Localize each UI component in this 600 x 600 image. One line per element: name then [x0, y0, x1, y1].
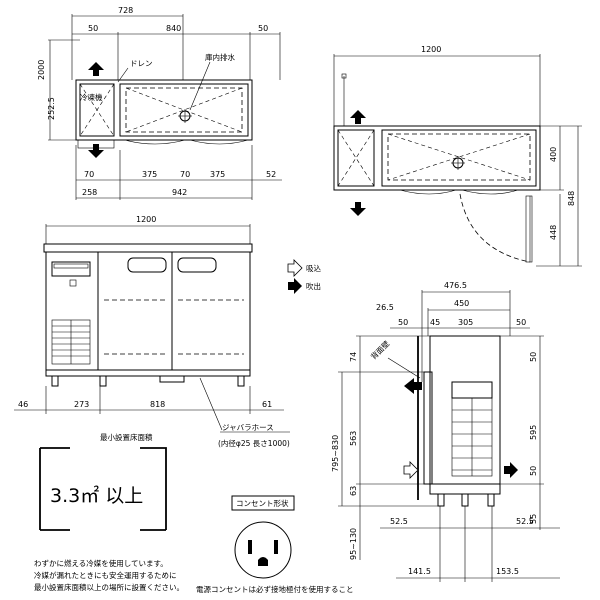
dim-50-r2: 50: [529, 466, 538, 476]
dim-375-b: 375: [210, 170, 225, 179]
dim-252-5: 252.5: [47, 97, 56, 120]
floor-note-1: わずかに燃える冷媒を使用しています。: [34, 558, 168, 568]
dim-2000: 2000: [37, 60, 46, 80]
dim-55: 55: [529, 514, 538, 524]
dim-305: 305: [458, 318, 473, 327]
floor-area-title: 最小設置床面積: [100, 432, 153, 442]
front-width-1200: 1200: [136, 215, 156, 224]
front-view: 1200: [14, 215, 290, 448]
exhaust-arrow-icon: [288, 278, 302, 294]
internal-drain-label: 庫内排水: [205, 52, 235, 62]
dim-818: 818: [150, 400, 165, 409]
top-view: 728 50 840 50 2000 252.5 冷凍機 ドレン 庫内排水: [37, 6, 282, 200]
dim-942: 942: [172, 188, 187, 197]
dim-74: 74: [349, 352, 358, 362]
exhaust-arrow-icon: [88, 144, 104, 158]
freezer-label: 冷凍機: [80, 92, 103, 102]
exhaust-arrow-icon: [504, 462, 518, 478]
drain-label: ドレン: [130, 59, 153, 68]
dim-476-5: 476.5: [444, 281, 467, 290]
dim-273: 273: [74, 400, 89, 409]
hose-spec: (内径φ25 長さ1000): [218, 438, 290, 448]
intake-arrow-icon: [403, 461, 419, 479]
dim-258: 258: [82, 188, 97, 197]
legend: 吸込 吹出: [287, 259, 321, 294]
intake-arrow-icon: [287, 259, 303, 277]
dim-50-left: 50: [88, 24, 98, 33]
dim-141-5: 141.5: [408, 567, 431, 576]
dim-70-a: 70: [84, 170, 94, 179]
intake-arrow-icon: [350, 110, 366, 124]
floor-note-3: 最小設置床面積以上の場所に設置ください。: [34, 582, 184, 592]
legend-intake: 吸込: [306, 264, 321, 273]
dim-795-830: 795~830: [331, 435, 340, 472]
side-vent-grille: [451, 397, 493, 477]
exhaust-arrow-icon: [350, 202, 366, 216]
dim-595: 595: [529, 425, 538, 440]
dim-45: 45: [430, 318, 440, 327]
outlet-label: コンセント形状: [236, 498, 289, 508]
exhaust-arrow-icon: [404, 378, 422, 394]
dim-563: 563: [349, 431, 358, 446]
dim-52-5-b: 52.5: [516, 517, 534, 526]
dim-50-b: 50: [516, 318, 526, 327]
dim-50-a: 50: [398, 318, 408, 327]
dim-50-r1: 50: [529, 352, 538, 362]
floor-area: 最小設置床面積 3.3㎡ 以上 わずかに燃える冷媒を使用しています。 冷媒が漏れ…: [34, 432, 184, 592]
legend-exhaust: 吹出: [306, 281, 321, 291]
floor-note-2: 冷媒が漏れたときにも安全運用するために: [34, 570, 177, 580]
dim-46: 46: [18, 400, 28, 409]
dim-448: 448: [549, 225, 558, 240]
dim-52: 52: [266, 170, 276, 179]
dim-50-right: 50: [258, 24, 268, 33]
vent-grille: [51, 319, 91, 365]
outlet-note: 電源コンセントは必ず接地極付を使用すること: [196, 584, 354, 594]
dim-26-5: 26.5: [376, 303, 394, 312]
dim-153-5: 153.5: [496, 567, 519, 576]
dim-728: 728: [118, 6, 133, 15]
dim-63: 63: [349, 486, 358, 496]
hose-label: ジャバラホース: [222, 423, 274, 432]
dim-848: 848: [567, 191, 576, 206]
dim-61: 61: [262, 400, 272, 409]
outlet-icon: [234, 521, 292, 579]
dim-450: 450: [454, 299, 469, 308]
top-width-1200: 1200: [421, 45, 441, 54]
dim-375-a: 375: [142, 170, 157, 179]
intake-arrow-icon: [88, 62, 104, 76]
floor-area-value: 3.3㎡ 以上: [50, 484, 143, 507]
outlet-shape: コンセント形状 電源コンセントは必ず接地極付を使用すること: [196, 495, 354, 594]
dim-840: 840: [166, 24, 181, 33]
side-view-top: 1200 400 848 448: [333, 45, 582, 267]
dim-52-5-a: 52.5: [390, 517, 408, 526]
side-view: 476.5 450 26.5 50 45 305 50 背面壁: [331, 281, 560, 582]
dim-400: 400: [549, 147, 558, 162]
dim-95-130: 95~130: [349, 528, 358, 560]
dim-70-b: 70: [180, 170, 190, 179]
